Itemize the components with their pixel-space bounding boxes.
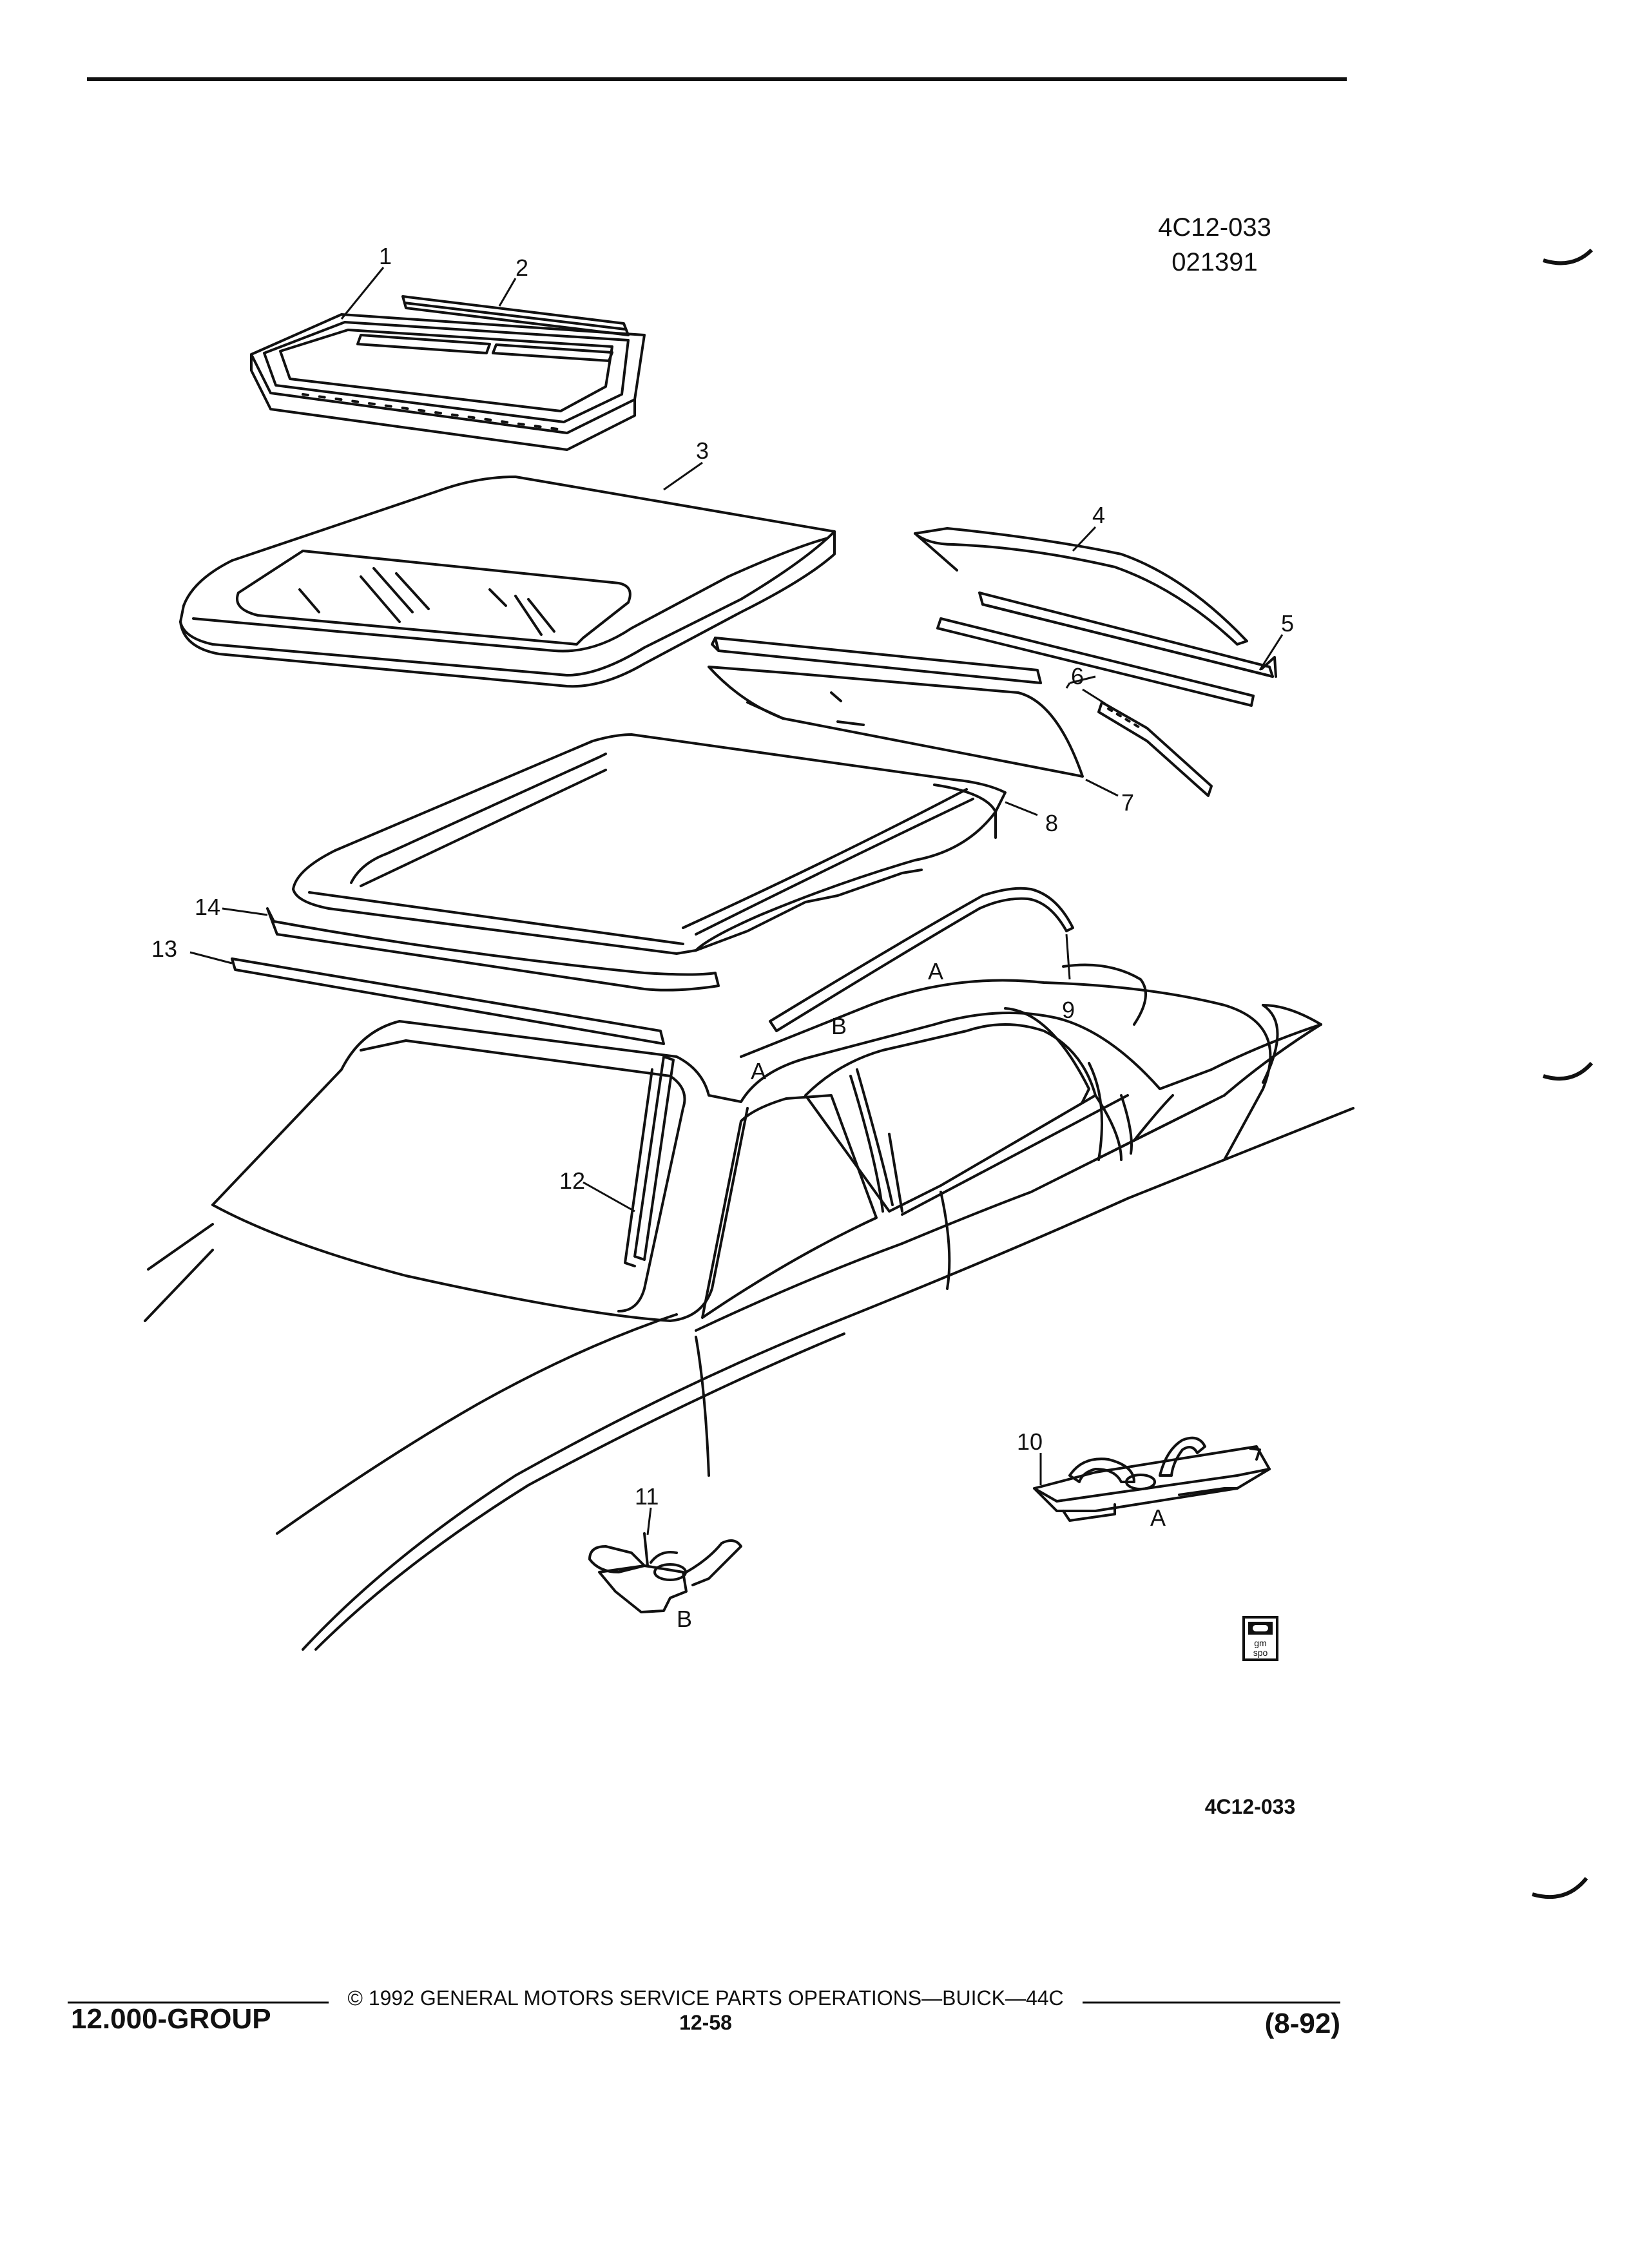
callout-5: 5 bbox=[1281, 610, 1294, 637]
part-4-rear-glass bbox=[914, 527, 1248, 646]
callout-12: 12 bbox=[559, 1168, 585, 1194]
callout-9: 9 bbox=[1062, 997, 1075, 1023]
part-1-frame bbox=[250, 313, 646, 451]
part-3-glass-panel bbox=[179, 476, 836, 688]
callout-1: 1 bbox=[379, 243, 392, 269]
part-7-glass-strip bbox=[708, 666, 1084, 778]
part-6-moldings bbox=[711, 617, 1255, 797]
callout-3: 3 bbox=[696, 437, 709, 464]
part-14-molding bbox=[266, 907, 720, 992]
callout-7: 7 bbox=[1121, 789, 1134, 816]
callout-6: 6 bbox=[1071, 663, 1084, 689]
part-11-clip bbox=[588, 1532, 742, 1613]
callout-4: 4 bbox=[1092, 502, 1105, 528]
callout-10: 10 bbox=[1017, 1428, 1043, 1455]
figure-date: 021391 bbox=[1171, 248, 1257, 276]
leader-lines bbox=[189, 267, 1284, 1535]
binding-marks bbox=[1532, 248, 1594, 1899]
callout-2: 2 bbox=[516, 255, 528, 281]
svg-text:gm: gm bbox=[1254, 1638, 1266, 1648]
figure-code-bottom: 4C12-033 bbox=[1205, 1795, 1296, 1818]
view-letter-a-roof: A bbox=[928, 958, 943, 985]
callout-14: 14 bbox=[195, 894, 220, 920]
view-letter-a-detail: A bbox=[1150, 1504, 1166, 1531]
part-12-pillar-molding bbox=[624, 1055, 675, 1267]
car-body-outline bbox=[144, 963, 1354, 1651]
callout-11: 11 bbox=[635, 1483, 659, 1510]
footer-revision: (8-92) bbox=[1265, 2008, 1340, 2039]
part-10-clip bbox=[1033, 1436, 1271, 1522]
part-9-rail bbox=[769, 887, 1074, 1032]
view-letter-a-roof-2: A bbox=[751, 1058, 766, 1084]
svg-text:spo: spo bbox=[1253, 1648, 1268, 1658]
callout-8: 8 bbox=[1045, 810, 1058, 836]
part-13-molding bbox=[231, 957, 665, 1045]
part-2-strip bbox=[401, 295, 630, 336]
view-letter-b-detail: B bbox=[677, 1606, 692, 1632]
footer-group: 12.000-GROUP bbox=[71, 2003, 271, 2035]
callout-13: 13 bbox=[151, 936, 177, 962]
view-letter-b-roof: B bbox=[831, 1013, 847, 1039]
footer-copyright: © 1992 GENERAL MOTORS SERVICE PARTS OPER… bbox=[347, 1986, 1063, 2010]
part-8-roof-frame bbox=[292, 733, 1007, 955]
gm-spo-logo-icon: gm spo bbox=[1242, 1616, 1278, 1661]
part-5-molding bbox=[978, 591, 1277, 678]
footer-page-number: 12-58 bbox=[679, 2011, 732, 2034]
figure-code: 4C12-033 bbox=[1158, 213, 1271, 242]
